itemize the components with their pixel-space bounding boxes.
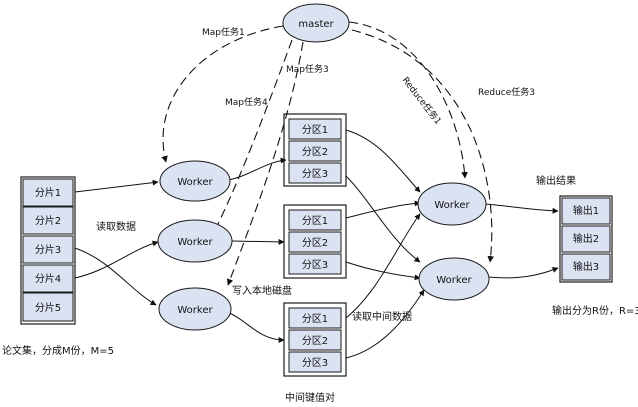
partition-group-1: 分区1 分区2 分区3 xyxy=(283,113,347,187)
partition-cell xyxy=(288,162,342,184)
split1-to-worker1 xyxy=(74,179,159,193)
worker3-to-partitions3 xyxy=(224,310,285,343)
reduce-worker-1: Worker xyxy=(417,182,487,226)
map-worker-2: Worker xyxy=(157,219,233,263)
split-label-2: 分片2 xyxy=(35,214,61,227)
split-note: 论文集，分成M份，M=5 xyxy=(2,344,114,357)
read-intermediate-label: 读取中间数据 xyxy=(352,310,412,323)
map-task3-label: Map任务3 xyxy=(286,63,329,75)
output-cell-2 xyxy=(561,225,611,253)
split-label-4: 分片4 xyxy=(35,272,61,285)
worker-label: Worker xyxy=(177,305,213,316)
split-label-5: 分片5 xyxy=(35,301,61,314)
partition-label: 分区2 xyxy=(302,237,328,249)
split-cell-1 xyxy=(22,178,74,207)
worker-ellipse xyxy=(158,287,232,331)
write-local-disk-label: 写入本地磁盘 xyxy=(232,284,292,297)
map-task1-arrow xyxy=(161,25,284,163)
worker-label: Worker xyxy=(434,200,470,211)
output-label-1: 输出1 xyxy=(573,204,599,217)
partition-cell xyxy=(288,307,342,329)
map-worker-1: Worker xyxy=(159,160,231,202)
master-node: master xyxy=(282,3,350,43)
worker-ellipse xyxy=(418,257,490,301)
master-label: master xyxy=(298,19,334,30)
reducer1-to-output1 xyxy=(484,203,559,214)
split-cell-2 xyxy=(22,206,74,235)
split-label-1: 分片1 xyxy=(35,186,61,199)
reduce-task1-arrow xyxy=(348,21,468,179)
map-task4-arrow xyxy=(227,41,304,286)
partition-label: 分区2 xyxy=(302,335,328,347)
p1-to-reducer1 xyxy=(345,129,421,193)
partition-label: 分区2 xyxy=(302,146,328,158)
map-task1-label: Map任务1 xyxy=(202,26,245,38)
worker-ellipse xyxy=(157,219,233,263)
output-cell-1 xyxy=(561,197,611,225)
worker-label: Worker xyxy=(177,237,213,248)
worker-label: Worker xyxy=(436,275,472,286)
partition-label: 分区3 xyxy=(302,259,328,271)
split-cell-5 xyxy=(22,292,74,322)
partition-group-2: 分区1 分区2 分区3 xyxy=(283,204,347,279)
p3b-to-reducer2 xyxy=(345,261,421,281)
split-label-3: 分片3 xyxy=(35,243,61,256)
data-flow-arrows xyxy=(74,129,559,359)
read-data-label: 读取数据 xyxy=(96,220,136,233)
partition-cell xyxy=(288,140,342,162)
p1b-to-reducer1 xyxy=(345,200,421,219)
partition-cell xyxy=(288,329,342,351)
split-cell-3 xyxy=(22,235,74,264)
master-control-arrows xyxy=(161,21,494,286)
partition-cell xyxy=(288,118,342,140)
partition-label: 分区3 xyxy=(302,357,328,369)
partition-cell xyxy=(288,351,342,373)
output-result-label: 输出结果 xyxy=(536,174,576,187)
map-task3-arrow xyxy=(214,39,293,231)
map-task4-label: Map任务4 xyxy=(225,96,268,108)
partition-label: 分区1 xyxy=(302,313,328,325)
p3-to-reducer2 xyxy=(345,175,421,263)
output-label-2: 输出2 xyxy=(573,232,599,245)
partition-cell xyxy=(288,209,342,231)
reducer2-to-output3 xyxy=(487,267,559,279)
partition-group-3: 分区1 分区2 分区3 xyxy=(283,302,347,377)
map-worker-3: Worker xyxy=(158,287,232,331)
partition-label: 分区3 xyxy=(302,168,328,180)
intermediate-kv-label: 中间键值对 xyxy=(285,391,335,404)
output-stack: 输出1 输出2 输出3 xyxy=(559,195,613,283)
reduce-task3-arrow xyxy=(351,29,494,263)
input-splits: 分片1 分片2 分片3 分片4 分片5 xyxy=(20,176,76,325)
partition-cell xyxy=(288,231,342,253)
split4-to-worker2 xyxy=(74,240,159,279)
p1c-to-reducer1 xyxy=(345,213,421,319)
worker-label: Worker xyxy=(177,177,213,188)
partition-label: 分区1 xyxy=(302,215,328,227)
reduce-task1-label: Reduce任务1 xyxy=(400,74,445,126)
partition-cell xyxy=(288,253,342,275)
output-note: 输出分为R份，R=3 xyxy=(552,304,638,317)
worker1-to-partitions1 xyxy=(227,157,287,181)
p3c-to-reducer2 xyxy=(345,289,425,359)
worker-ellipse xyxy=(417,182,487,226)
reduce-worker-2: Worker xyxy=(418,257,490,301)
split3-to-worker3 xyxy=(74,247,157,306)
reduce-task3-label: Reduce任务3 xyxy=(478,86,535,98)
output-cell-3 xyxy=(561,253,611,281)
worker-ellipse xyxy=(159,160,231,202)
output-label-3: 输出3 xyxy=(573,260,599,273)
master-ellipse xyxy=(282,3,350,43)
worker2-to-partitions2 xyxy=(231,238,285,245)
split-cell-4 xyxy=(22,264,74,293)
partition-label: 分区1 xyxy=(302,124,328,136)
